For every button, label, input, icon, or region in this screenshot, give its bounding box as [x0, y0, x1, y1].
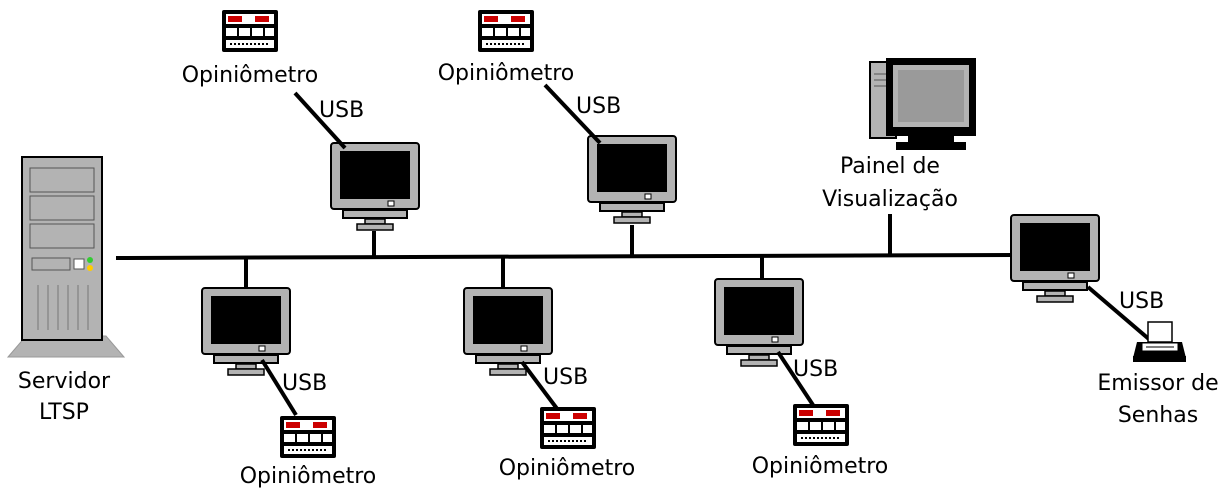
- panel-label-line2: Visualização: [822, 187, 958, 212]
- device-label: Opiniômetro: [499, 456, 636, 481]
- panel-label-line1: Painel de: [840, 154, 940, 179]
- opinion-meter-device-icon: [539, 406, 597, 450]
- usb-label: USB: [793, 357, 838, 382]
- usb-cable: [776, 350, 815, 407]
- desktop-computer-icon: [869, 58, 976, 150]
- crt-monitor-icon: [587, 135, 677, 224]
- usb-cable: [260, 358, 298, 417]
- usb-cable: [293, 91, 347, 150]
- usb-label: USB: [319, 98, 364, 123]
- usb-cable: [1086, 285, 1152, 342]
- network-backbone-line: [115, 253, 1015, 260]
- usb-label: USB: [576, 94, 621, 119]
- device-label: Opiniômetro: [240, 464, 377, 489]
- device-label: Opiniômetro: [438, 61, 575, 86]
- server-tower-icon: [6, 156, 126, 358]
- printer-label-line2: Senhas: [1118, 403, 1198, 428]
- usb-cable: [520, 360, 560, 412]
- usb-cable: [543, 83, 602, 145]
- opinion-meter-device-icon: [792, 403, 850, 447]
- usb-label: USB: [543, 365, 588, 390]
- crt-monitor-icon: [330, 142, 420, 231]
- device-label: Opiniômetro: [182, 63, 319, 88]
- server-label-line1: Servidor: [18, 369, 111, 394]
- opinion-meter-device-icon: [279, 415, 337, 459]
- usb-label: USB: [282, 371, 327, 396]
- printer-label-line1: Emissor de: [1097, 371, 1218, 396]
- crt-monitor-icon: [463, 287, 553, 376]
- crt-monitor-icon: [714, 278, 804, 367]
- crt-monitor-icon: [1010, 214, 1100, 303]
- server-label-line2: LTSP: [39, 400, 89, 425]
- opinion-meter-device-icon: [477, 9, 535, 53]
- ticket-printer-icon: [1133, 321, 1186, 362]
- crt-monitor-icon: [201, 287, 291, 376]
- usb-label: USB: [1119, 289, 1164, 314]
- device-label: Opiniômetro: [752, 454, 889, 479]
- opinion-meter-device-icon: [221, 9, 279, 53]
